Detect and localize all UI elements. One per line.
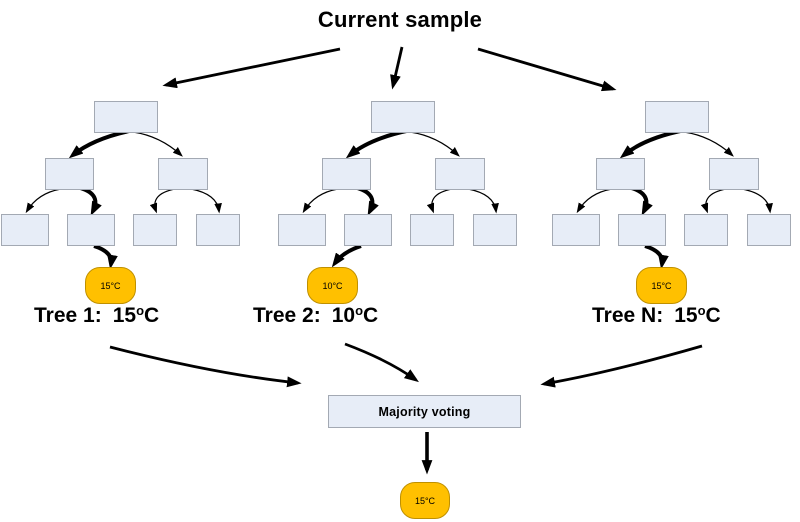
- tree-1-label-name: Tree 1:: [34, 304, 102, 327]
- arrow-tree-n-to-voting: [540, 344, 703, 388]
- arrow-left-to-leaf2: [353, 185, 379, 216]
- tree-n-leaf-3: [684, 214, 728, 246]
- tree-n-label-unit: C: [705, 304, 721, 327]
- tree-2-leaf-4: [473, 214, 517, 246]
- arrow-right-to-leaf3: [426, 188, 453, 214]
- arrow-leaf-to-prediction: [93, 244, 118, 270]
- tree-1-leaf-1: [1, 214, 49, 246]
- tree-2-label-unit: C: [363, 304, 379, 327]
- tree-n-label-degree: o: [697, 303, 706, 318]
- tree-2-left-node: [322, 158, 371, 190]
- tree-2-label-degree: o: [355, 303, 364, 318]
- tree-1-label: Tree 1: 15oC: [34, 304, 159, 328]
- tree-n-left-node: [596, 158, 645, 190]
- arrow-root-to-left: [68, 128, 135, 159]
- tree-2-label-temp: 10: [331, 304, 356, 327]
- tree-2-root-node: [371, 101, 435, 133]
- arrow-tree-1-to-voting: [109, 345, 302, 388]
- tree-1-label-temp: 15: [112, 304, 137, 327]
- arrow-right-to-leaf4: [741, 188, 773, 214]
- tree-n-leaf-4: [747, 214, 791, 246]
- arrow-root-to-right: [683, 131, 734, 157]
- arrow-root-to-right: [132, 131, 183, 157]
- arrow-right-to-leaf4: [467, 188, 499, 214]
- arrow-right-to-leaf3: [149, 188, 176, 214]
- arrow-tree-2-to-voting: [344, 342, 419, 383]
- diagram-title: Current sample: [317, 7, 483, 32]
- tree-1-leaf-4: [196, 214, 240, 246]
- tree-n-right-node: [709, 158, 759, 190]
- tree-2-leaf-1: [278, 214, 326, 246]
- tree-1-leaf-2: [67, 214, 115, 246]
- arrow-left-to-leaf2: [76, 185, 102, 216]
- arrow-left-to-leaf1: [25, 188, 62, 214]
- arrow-leaf-to-prediction: [331, 244, 362, 268]
- majority-voting-box: Majority voting: [328, 395, 521, 428]
- tree-2-label-name: Tree 2:: [253, 304, 321, 327]
- tree-1-root-node: [94, 101, 158, 133]
- tree-2-label: Tree 2: 10oC: [253, 304, 378, 328]
- tree-2-leaf-3: [410, 214, 454, 246]
- arrow-sample-to-tree-n: [477, 47, 617, 92]
- tree-1-right-node: [158, 158, 208, 190]
- tree-1-left-node: [45, 158, 94, 190]
- arrow-left-to-leaf1: [576, 188, 613, 214]
- tree-n-label-temp: 15: [674, 304, 698, 327]
- tree-1-leaf-3: [133, 214, 177, 246]
- tree-n-leaf-1: [552, 214, 600, 246]
- tree-1-label-unit: C: [144, 304, 160, 327]
- tree-2-right-node: [435, 158, 485, 190]
- arrow-right-to-leaf3: [700, 188, 727, 214]
- arrow-root-to-right: [409, 131, 460, 157]
- tree-1: 15°C: [0, 100, 250, 312]
- arrow-left-to-leaf2: [627, 185, 653, 216]
- arrow-root-to-left: [345, 128, 412, 159]
- tree-n-prediction-bubble: 15°C: [636, 267, 687, 304]
- arrow-root-to-left: [619, 128, 686, 159]
- tree-n-label: Tree N: 15oC: [592, 304, 721, 328]
- arrow-right-to-leaf4: [190, 188, 222, 214]
- tree-n-leaf-2: [618, 214, 666, 246]
- tree-2-prediction-bubble: 10°C: [307, 267, 358, 304]
- arrow-leaf-to-prediction: [644, 244, 669, 270]
- tree-2-leaf-2: [344, 214, 392, 246]
- arrow-left-to-leaf1: [302, 188, 339, 214]
- tree-n: 15°C: [551, 100, 800, 312]
- tree-1-label-degree: o: [136, 303, 145, 318]
- tree-n-root-node: [645, 101, 709, 133]
- final-prediction-bubble: 15°C: [400, 482, 450, 519]
- arrow-sample-to-tree-1: [162, 47, 341, 89]
- tree-1-prediction-bubble: 15°C: [85, 267, 136, 304]
- arrow-sample-to-tree-2: [390, 46, 404, 90]
- tree-2: 10°C: [277, 100, 527, 312]
- tree-n-label-name: Tree N:: [592, 304, 664, 327]
